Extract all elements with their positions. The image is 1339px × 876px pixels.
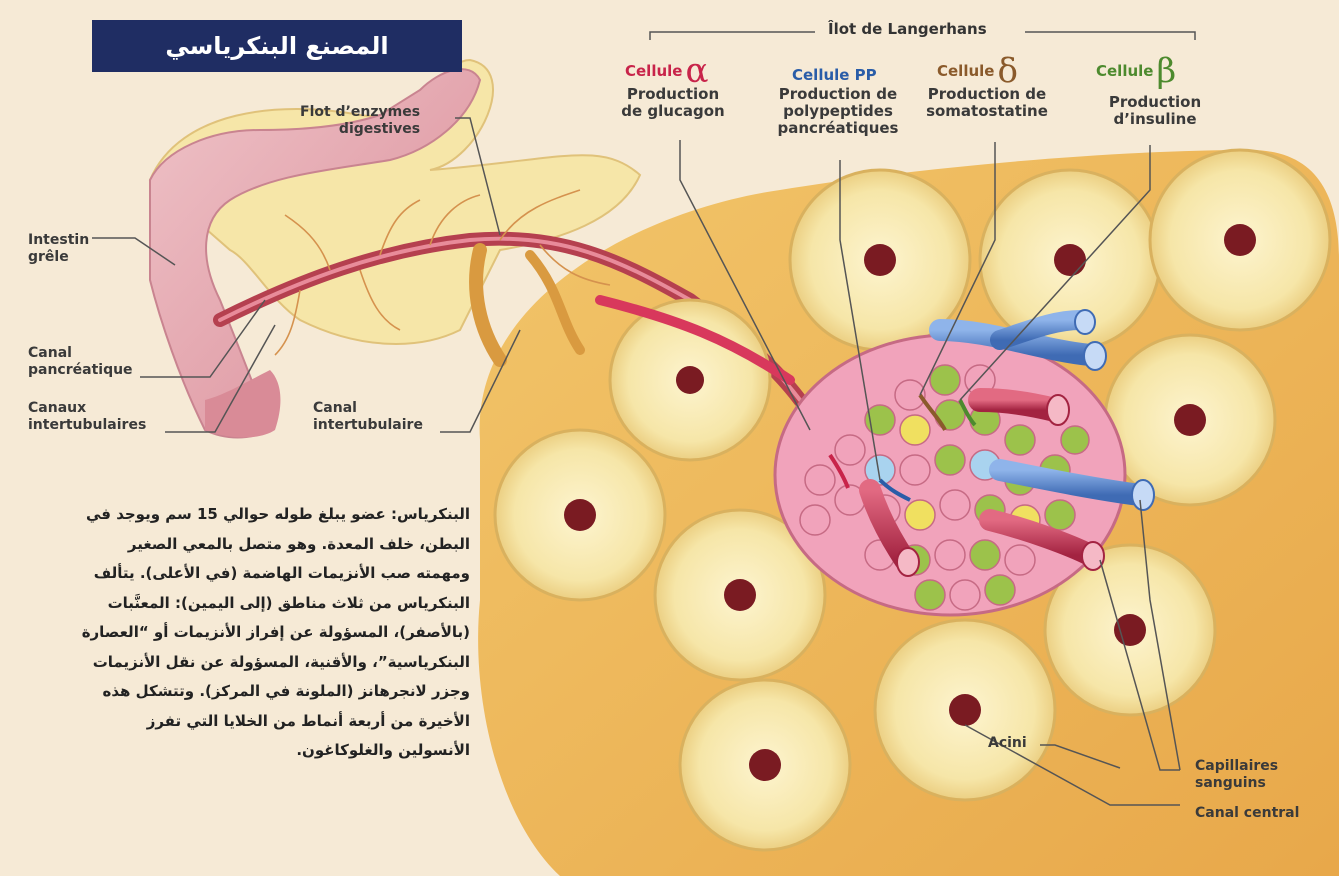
- label-acini: Acini: [988, 735, 1027, 752]
- acinus: [1150, 150, 1330, 330]
- cell-pp-name: Cellule PP: [792, 66, 877, 84]
- cell-pp-heading: Cellule PP: [792, 66, 877, 84]
- cell-alpha-name: Cellule: [625, 62, 682, 80]
- cell-beta-name: Cellule: [1096, 62, 1153, 80]
- acinus: [875, 620, 1055, 800]
- label-pancreatic-duct: Canal pancréatique: [28, 345, 133, 379]
- acinus: [495, 430, 665, 600]
- islet-title: Îlot de Langerhans: [828, 20, 987, 38]
- acinus: [680, 680, 850, 850]
- cell-beta-description: Production d’insuline: [1100, 94, 1210, 128]
- label-enzyme-flow: Flot d’enzymes digestives: [300, 104, 420, 138]
- cell-alpha-description: Production de glucagon: [598, 86, 748, 120]
- acinus: [1105, 335, 1275, 505]
- label-small-intestine: Intestin grêle: [28, 232, 89, 266]
- cell-delta-name: Cellule: [937, 62, 994, 80]
- cell-delta-description: Production de somatostatine: [912, 86, 1062, 120]
- label-intertubular-ducts: Canaux intertubulaires: [28, 400, 146, 434]
- label-intertubular-duct: Canal intertubulaire: [313, 400, 423, 434]
- label-blood-capillaries: Capillaires sanguins: [1195, 758, 1278, 792]
- cell-beta-heading: Celluleβ: [1096, 62, 1176, 80]
- diagram-title: المصنع البنكرياسي: [92, 20, 462, 72]
- cell-alpha-heading: Celluleα: [625, 62, 708, 80]
- beta-symbol: β: [1156, 51, 1176, 91]
- cell-pp-description: Production de polypeptides pancréatiques: [768, 86, 908, 137]
- label-central-duct: Canal central: [1195, 805, 1299, 822]
- description-paragraph: البنكرياس: عضو يبلغ طوله حوالي 15 سم ويو…: [70, 500, 470, 766]
- cell-delta-heading: Celluleδ: [937, 62, 1018, 80]
